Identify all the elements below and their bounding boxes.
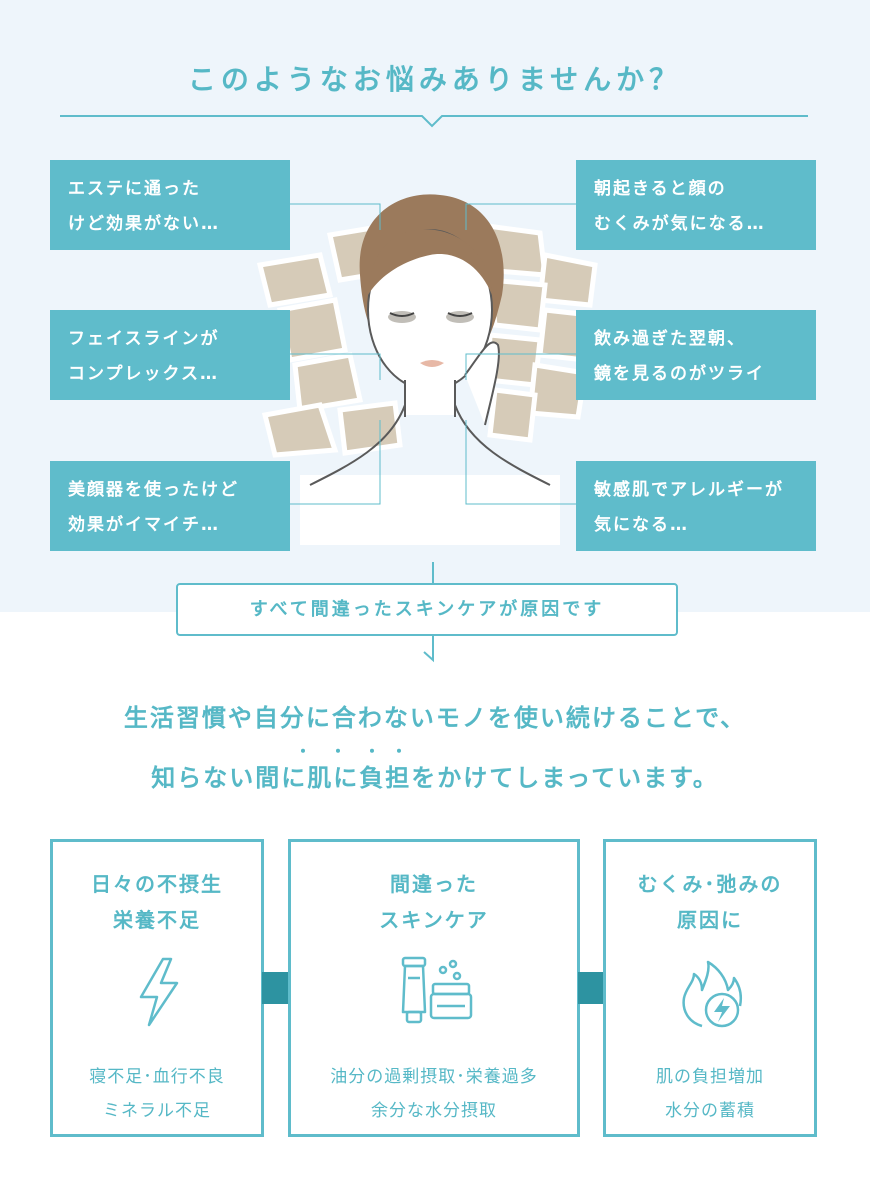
concern-box-facial-device: 美顔器を使ったけど 効果がイマイチ… (50, 461, 290, 551)
cause-label: すべて間違ったスキンケアが原因です (176, 583, 678, 636)
card-description: 寝不足･血行不良 ミネラル不足 (89, 1067, 225, 1121)
emphasis-dot: ・ (364, 742, 381, 761)
card-title: 間違った スキンケア (379, 872, 489, 932)
cause-card-lifestyle: 日々の不摂生 栄養不足 寝不足･血行不良 ミネラル不足 (50, 839, 264, 1137)
concern-box-sensitive-skin: 敏感肌でアレルギーが 気になる… (576, 461, 816, 551)
card-description: 油分の過剰摂取･栄養過多 余分な水分摂取 (330, 1067, 538, 1121)
cause-card-swelling: むくみ･弛みの 原因に 肌の負担増加 水分の蓄積 (603, 839, 817, 1137)
title-underline (60, 115, 808, 128)
emphasis-dot: ・ (391, 742, 408, 761)
card-title: 日々の不摂生 栄養不足 (91, 872, 223, 932)
cause-card-skincare: 間違った スキンケア 油分の過剰摂取･栄養過多 余分な水分摂取 (288, 839, 580, 1137)
woman-illustration (256, 194, 598, 545)
concern-box-esthetic: エステに通った けど効果がない… (50, 160, 290, 250)
fire-icon (682, 960, 742, 1028)
concern-box-faceline: フェイスラインが コンプレックス… (50, 310, 290, 400)
emphasis-dot: ・ (330, 742, 347, 761)
message-line-2: 知らない間に肌に負担をかけてしまっています。 (151, 764, 719, 792)
card-title: むくみ･弛みの 原因に (637, 872, 783, 932)
concern-box-hangover: 飲み過ぎた翌朝、 鏡を見るのがツライ (576, 310, 816, 400)
page-title: このようなお悩みありませんか？ (187, 63, 683, 96)
card-description: 肌の負担増加 水分の蓄積 (656, 1067, 764, 1121)
lightning-icon (139, 957, 179, 1027)
cosmetics-icon (401, 956, 473, 1024)
concern-connector-lines (290, 203, 576, 663)
message-line-1: 生活習慣や自分に合わないモノを使い続けることで、 (123, 704, 747, 732)
concern-box-morning-swelling: 朝起きると顔の むくみが気になる… (576, 160, 816, 250)
emphasis-dot: ・ (295, 742, 312, 761)
